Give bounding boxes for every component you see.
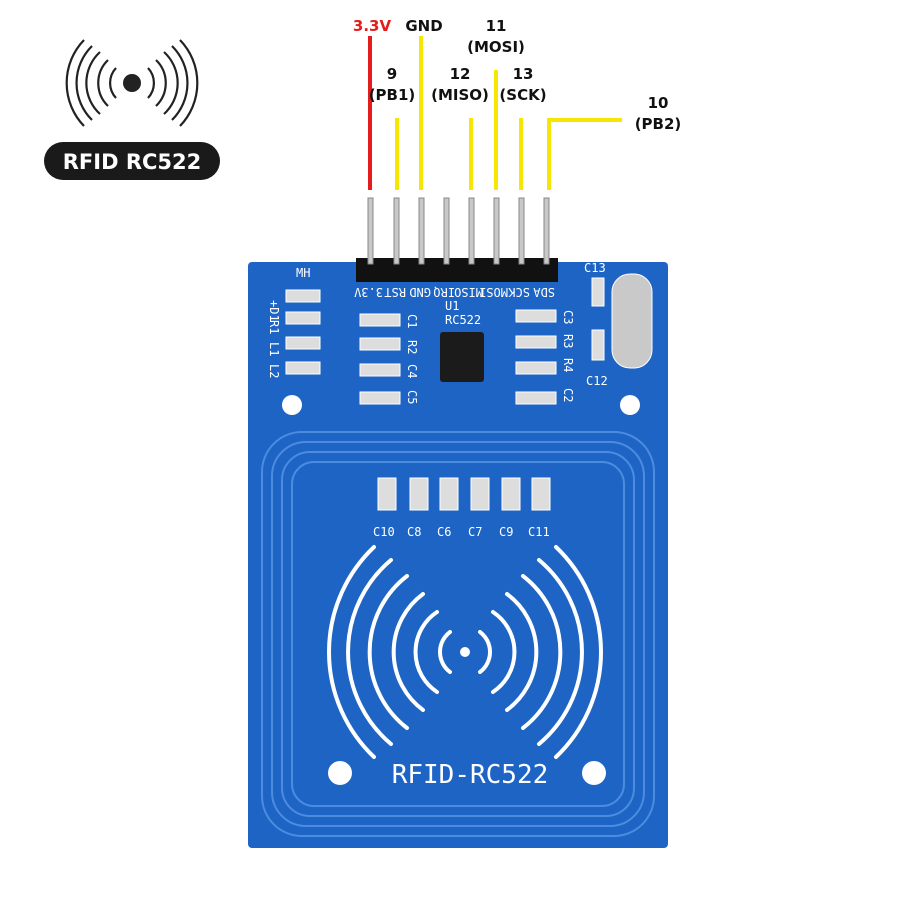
wires [368, 36, 622, 190]
chip-name: RC522 [445, 313, 481, 327]
component-labels: +D1 R1 L1 L2 C1 R2 C4 C5 C3 R3 R4 C2 C13… [267, 261, 608, 539]
svg-text:+D1: +D1 [267, 300, 281, 322]
label-3v3: 3.3V [353, 17, 392, 35]
svg-text:C11: C11 [528, 525, 550, 539]
svg-text:C2: C2 [561, 388, 575, 402]
logo-badge [44, 142, 220, 180]
rfid-logo [65, 39, 199, 127]
label-pin9-name: (PB1) [369, 86, 416, 104]
mounting-holes [282, 395, 640, 785]
svg-text:C13: C13 [584, 261, 606, 275]
svg-text:L1: L1 [267, 342, 281, 356]
label-pin12-num: 12 [450, 65, 471, 83]
pin-label: IRQ [433, 285, 455, 299]
label-pin10-name: (PB2) [635, 115, 682, 133]
label-pin12-name: (MISO) [431, 86, 489, 104]
pin-label: 3.3V [354, 285, 383, 299]
pin-label: SCK [508, 285, 530, 299]
svg-text:C6: C6 [437, 525, 451, 539]
svg-text:C1: C1 [405, 314, 419, 328]
svg-text:C8: C8 [407, 525, 421, 539]
svg-text:R2: R2 [405, 340, 419, 354]
mh-label: MH [296, 266, 310, 280]
svg-text:C4: C4 [405, 364, 419, 378]
label-pin11-name: (MOSI) [467, 38, 525, 56]
svg-text:R4: R4 [561, 358, 575, 372]
pin-label: RST [384, 285, 406, 299]
wire-pin10 [547, 118, 622, 190]
logo-badge-text: RFID RC522 [63, 150, 202, 174]
svg-text:C12: C12 [586, 374, 608, 388]
label-pin13-name: (SCK) [499, 86, 546, 104]
smd-components [285, 273, 653, 511]
pin-label: MISO [454, 285, 483, 299]
label-pin13-num: 13 [513, 65, 534, 83]
pcb-board [248, 262, 668, 848]
antenna-coil [261, 431, 655, 837]
svg-text:C5: C5 [405, 390, 419, 404]
rc522-chip [440, 332, 484, 382]
svg-text:L2: L2 [267, 364, 281, 378]
pin-label: MOSI [479, 285, 508, 299]
svg-text:R3: R3 [561, 334, 575, 348]
pin-header [356, 197, 558, 282]
rfid-waves-icon [327, 545, 603, 759]
label-pin9-num: 9 [387, 65, 397, 83]
antenna-label: RFID-RC522 [392, 760, 549, 790]
pin-label: GND [409, 285, 431, 299]
chip-ref: U1 [445, 299, 459, 313]
pin-labels: 3.3V RST GND IRQ MISO MOSI SCK SDA [354, 285, 555, 299]
label-pin11-num: 11 [486, 17, 507, 35]
svg-text:C3: C3 [561, 310, 575, 324]
svg-text:C7: C7 [468, 525, 482, 539]
svg-text:C9: C9 [499, 525, 513, 539]
label-pin10-num: 10 [648, 94, 669, 112]
svg-text:R1: R1 [267, 320, 281, 334]
label-gnd: GND [405, 17, 442, 35]
pin-label: SDA [533, 285, 555, 299]
svg-text:C10: C10 [373, 525, 395, 539]
